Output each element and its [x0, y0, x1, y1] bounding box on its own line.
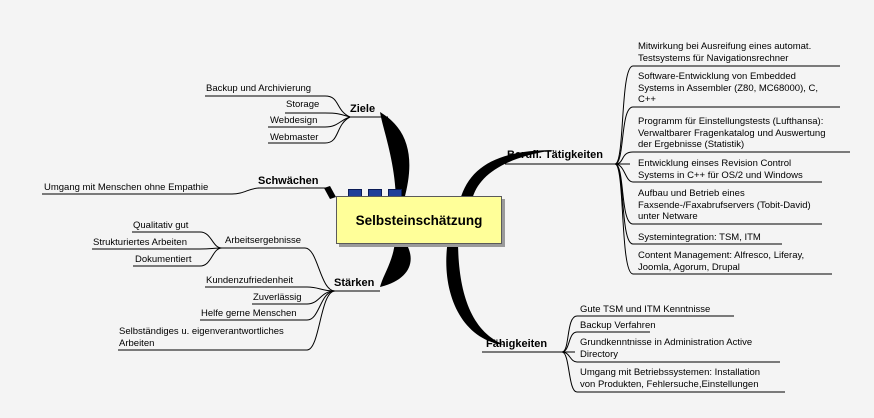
node-kundenzufriedenheit[interactable]: Kundenzufriedenheit — [206, 275, 294, 286]
trunk-staerken — [380, 240, 411, 287]
branch-faehigkeiten[interactable]: Fähigkeiten — [486, 338, 548, 350]
node-storage[interactable]: Storage — [286, 99, 320, 110]
node-line: Entwicklung einses Revision Control — [638, 158, 792, 169]
node-line: Mitwirkung bei Ausreifung eines automat. — [638, 41, 812, 52]
node-helfe-gerne-menschen[interactable]: Helfe gerne Menschen — [201, 308, 297, 319]
node-active-directory[interactable]: Grundkenntnisse in Administration Active… — [580, 337, 752, 360]
node-betriebssysteme[interactable]: Umgang mit Betriebssystemen: Installatio… — [580, 367, 760, 390]
node-line: Backup Verfahren — [580, 320, 656, 331]
branch-schwaechen[interactable]: Schwächen — [258, 175, 319, 187]
trunk-schwaechen — [324, 186, 336, 199]
branch-ziele[interactable]: Ziele — [350, 103, 376, 115]
node-backup-und-archivierung[interactable]: Backup und Archivierung — [206, 83, 312, 94]
trunk-ziele — [380, 112, 410, 200]
node-line: Verwaltbarer Fragenkatalog und Auswertun… — [638, 127, 826, 139]
node-revision-control[interactable]: Entwicklung einses Revision Control Syst… — [638, 158, 803, 181]
node-umgang-mit-menschen[interactable]: Umgang mit Menschen ohne Empathie — [44, 182, 209, 193]
node-selbstaendiges-line1[interactable]: Selbständiges u. eigenverantwortliches — [119, 326, 284, 337]
node-zuverlaessig[interactable]: Zuverlässig — [253, 292, 302, 303]
node-line: Gute TSM und ITM Kenntnisse — [580, 304, 711, 315]
node-line: Umgang mit Betriebssystemen: Installatio… — [580, 367, 761, 378]
node-line: Systems in C++ für OS/2 und Windows — [638, 169, 803, 181]
node-line: C++ — [638, 94, 656, 105]
node-navigationsrechner[interactable]: Mitwirkung bei Ausreifung eines automat.… — [638, 41, 811, 64]
node-qualitativ-gut[interactable]: Qualitativ gut — [133, 220, 189, 231]
node-line: Software-Entwicklung von Embedded — [638, 71, 796, 82]
trunk-taetigkeiten — [460, 150, 555, 200]
node-line: Testsystems für Navigationsrechner — [638, 52, 789, 64]
node-selbstaendiges-line2[interactable]: Arbeiten — [119, 338, 155, 349]
node-arbeitsergebnisse[interactable]: Arbeitsergebnisse — [225, 235, 302, 246]
branch-staerken[interactable]: Stärken — [334, 277, 375, 289]
branch-taetigkeiten[interactable]: Berufl. Tätigkeiten — [507, 149, 603, 161]
node-line: von Produkten, Fehlersuche,Einstellungen — [580, 378, 759, 390]
node-line: Faxsende-/Faxabrufservers (Tobit-David) — [638, 199, 811, 211]
central-node[interactable]: Selbsteinschätzung — [336, 196, 502, 244]
node-embedded-systems[interactable]: Software-Entwicklung von Embedded System… — [638, 71, 818, 106]
node-backup-verfahren[interactable]: Backup Verfahren — [580, 320, 656, 332]
node-line: Aufbau und Betrieb eines — [638, 188, 745, 199]
node-line: unter Netware — [638, 211, 698, 222]
node-strukturiertes-arbeiten[interactable]: Strukturiertes Arbeiten — [93, 237, 187, 248]
node-line: der Ergebnisse (Statistik) — [638, 139, 745, 150]
node-webmaster[interactable]: Webmaster — [270, 132, 319, 143]
node-faxserver[interactable]: Aufbau und Betrieb eines Faxsende-/Faxab… — [638, 188, 811, 223]
node-line: Joomla, Agorum, Drupal — [638, 261, 740, 273]
node-content-management[interactable]: Content Management: Alfresco, Liferay, J… — [638, 250, 804, 273]
node-line: Grundkenntnisse in Administration Active — [580, 337, 753, 348]
node-line: Systems in Assembler (Z80, MC68000), C, — [638, 82, 819, 94]
trunk-faehigkeiten — [446, 240, 505, 345]
node-einstellungstests[interactable]: Programm für Einstellungstests (Lufthans… — [638, 116, 825, 151]
node-line: Systemintegration: TSM, ITM — [638, 232, 761, 243]
node-line: Content Management: Alfresco, Liferay, — [638, 250, 805, 261]
node-line: Directory — [580, 348, 619, 360]
node-dokumentiert[interactable]: Dokumentiert — [135, 254, 192, 265]
node-tsm-itm-kenntnisse[interactable]: Gute TSM und ITM Kenntnisse — [580, 304, 710, 316]
node-webdesign[interactable]: Webdesign — [270, 115, 318, 126]
node-line: Programm für Einstellungstests (Lufthans… — [638, 116, 824, 127]
node-systemintegration[interactable]: Systemintegration: TSM, ITM — [638, 232, 761, 244]
